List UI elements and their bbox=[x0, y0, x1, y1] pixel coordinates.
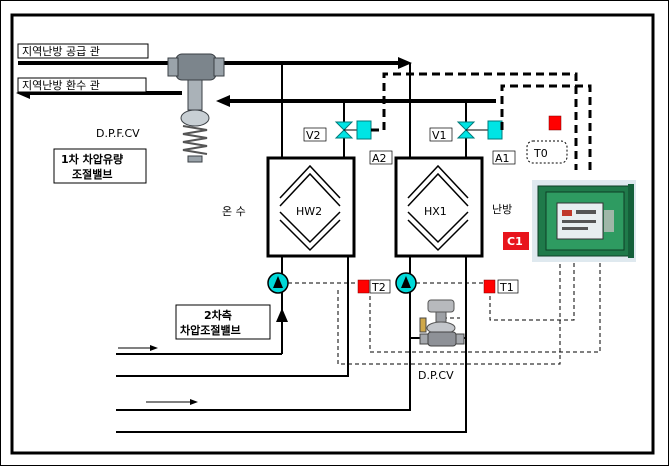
primary-branch-pipes bbox=[281, 63, 467, 158]
t1-label: T1 bbox=[499, 281, 514, 294]
diagram-frame bbox=[10, 13, 655, 455]
dpfcv-label: D.P.F.CV bbox=[96, 127, 140, 140]
supply-pipe-label: 지역난방 공급 관 bbox=[22, 45, 100, 58]
heating-label: 난방 bbox=[492, 203, 512, 216]
a1-label: A1 bbox=[495, 152, 510, 165]
pump-hw2-icon bbox=[267, 272, 289, 294]
t2-label: T2 bbox=[371, 281, 386, 294]
valve-v2-icon bbox=[334, 120, 372, 140]
t2-label-box bbox=[369, 279, 391, 294]
secondary-valve-label-box bbox=[175, 304, 271, 340]
a2-label-box bbox=[369, 150, 393, 165]
secondary-pipes bbox=[116, 256, 467, 433]
v1-label-box bbox=[429, 127, 453, 142]
v2-label-box bbox=[303, 127, 327, 142]
secondary-valve-label-2: 차압조절밸브 bbox=[180, 323, 241, 337]
hx1-label: HX1 bbox=[424, 205, 447, 218]
pump-hx1-icon bbox=[395, 272, 417, 294]
control-valve-icon bbox=[167, 53, 225, 163]
hx1-label-bg bbox=[422, 203, 452, 219]
c1-badge bbox=[503, 232, 529, 250]
return-pipe-label-box bbox=[17, 77, 147, 93]
t2-sensor-icon bbox=[357, 279, 370, 294]
valve-v1-icon bbox=[456, 120, 503, 140]
secondary-valve-label-1: 2차측 bbox=[204, 308, 232, 322]
hot-water-label: 온 수 bbox=[222, 205, 246, 218]
a1-label-box bbox=[492, 150, 516, 165]
t0-label: T0 bbox=[533, 147, 548, 160]
t0-sensor-icon bbox=[548, 115, 562, 131]
sensor-signal-lines bbox=[288, 262, 601, 365]
hw2-label: HW2 bbox=[296, 205, 322, 218]
control-panel-icon bbox=[532, 180, 636, 262]
primary-valve-label-1: 1차 차압유량 bbox=[61, 152, 123, 166]
supply-pipe-label-box bbox=[17, 43, 149, 59]
control-signal-lines bbox=[371, 72, 592, 170]
t0-label-box bbox=[526, 140, 568, 164]
pressure-valve-icon bbox=[419, 299, 465, 347]
return-pipe-label: 지역난방 환수 관 bbox=[22, 79, 100, 92]
t1-sensor-icon bbox=[483, 279, 496, 294]
t1-label-box bbox=[497, 279, 519, 294]
primary-valve-label-2: 조절밸브 bbox=[72, 167, 112, 181]
v2-label: V2 bbox=[306, 129, 321, 142]
flow-arrows bbox=[118, 308, 288, 405]
dpcv-label: D.P.CV bbox=[418, 369, 454, 382]
primary-valve-label-box bbox=[53, 148, 147, 184]
v1-label: V1 bbox=[432, 129, 447, 142]
hw2-label-bg bbox=[294, 203, 326, 219]
a2-label: A2 bbox=[372, 152, 387, 165]
c1-label: C1 bbox=[507, 235, 523, 248]
